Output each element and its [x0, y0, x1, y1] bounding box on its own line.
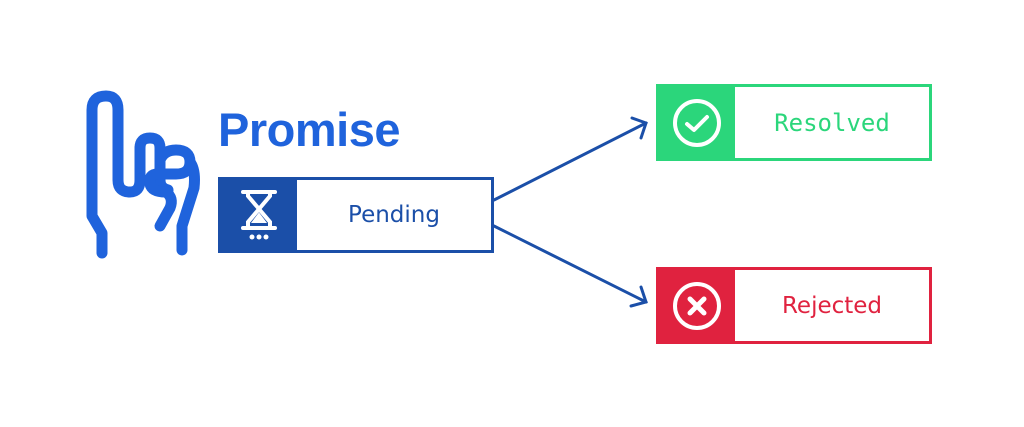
pending-label: Pending [348, 202, 440, 228]
hourglass-icon [221, 180, 297, 250]
resolved-label: Resolved [774, 108, 890, 137]
title: Promise [218, 103, 400, 156]
arrow-to-rejected [492, 224, 648, 304]
check-circle-icon [659, 87, 735, 158]
pending-state-box: Pending [218, 177, 494, 253]
arrowhead-resolved [630, 116, 648, 140]
pinky-promise-hand-icon [78, 88, 208, 263]
arrow-to-resolved [492, 121, 648, 202]
x-circle-icon [659, 270, 735, 341]
resolved-state-box: Resolved [656, 84, 932, 161]
rejected-label: Rejected [781, 292, 883, 319]
rejected-state-box: Rejected [656, 267, 932, 344]
arrowhead-rejected [629, 285, 648, 308]
